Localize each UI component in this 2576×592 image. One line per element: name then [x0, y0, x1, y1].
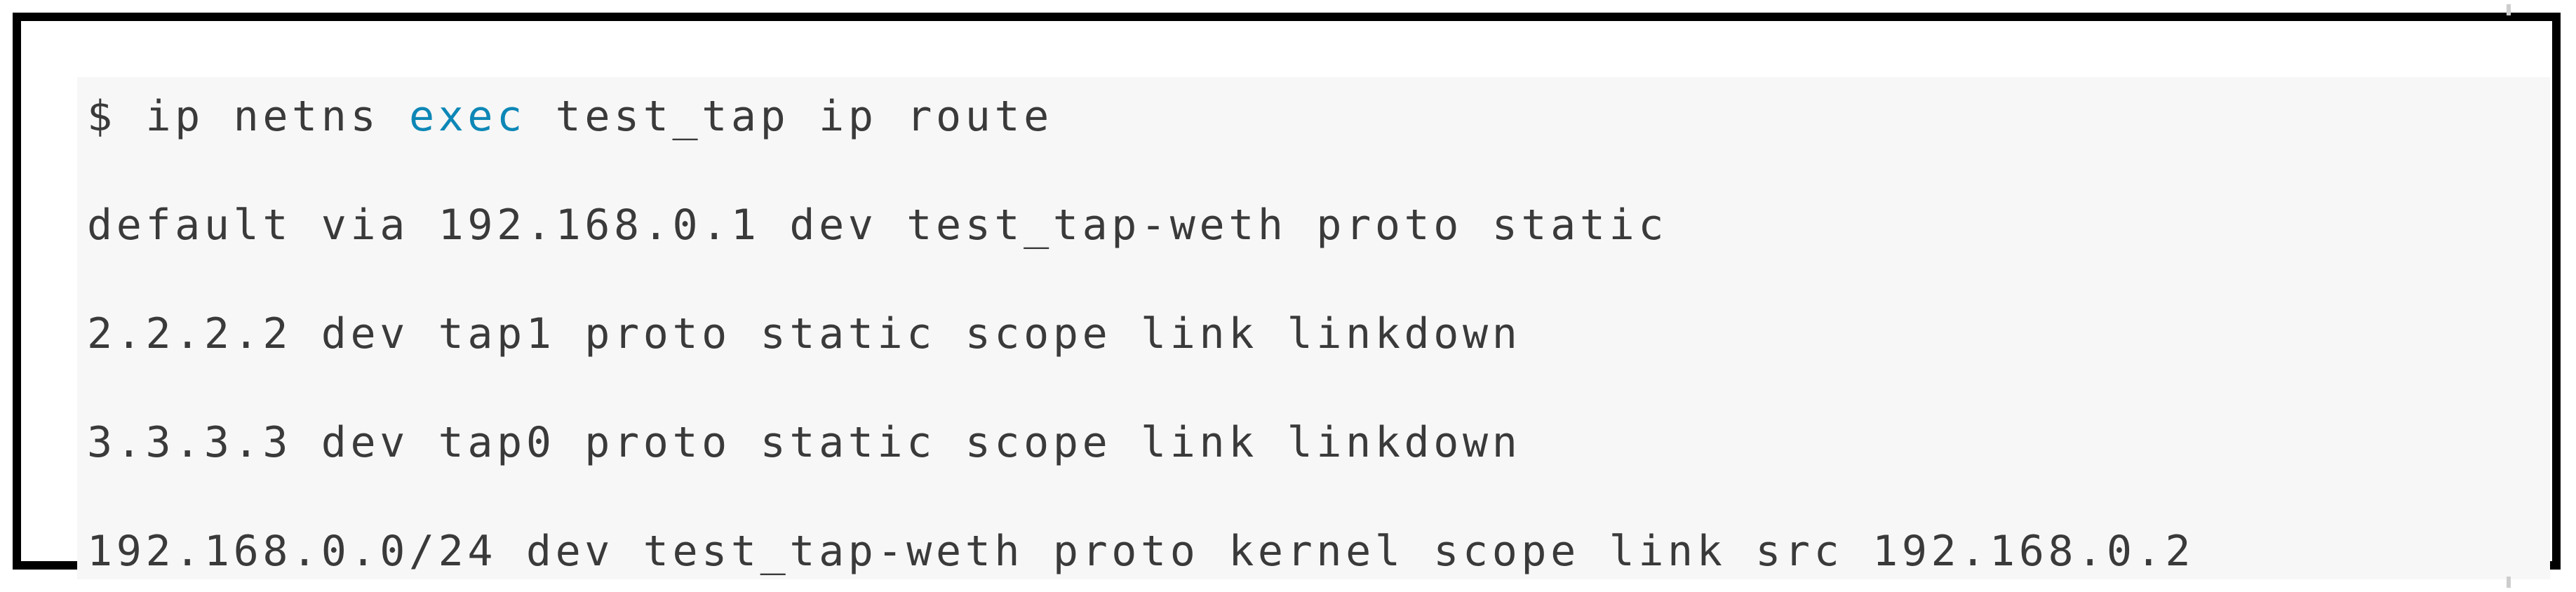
terminal-line-output-3: 3.3.3.3 dev tap0 proto static scope link…	[87, 422, 1521, 464]
terminal-text: test_tap ip route	[525, 92, 1053, 141]
terminal-output-block[interactable]: $ ip netns exec test_tap ip route defaul…	[77, 77, 2550, 579]
terminal-text: $ ip netns	[87, 92, 409, 141]
bottom-tick-mark-icon	[2507, 577, 2511, 588]
terminal-text: 2.2.2.2 dev tap1 proto static scope link…	[87, 309, 1522, 358]
terminal-text: 3.3.3.3 dev tap0 proto static scope link…	[87, 418, 1522, 467]
terminal-line-output-2: 2.2.2.2 dev tap1 proto static scope link…	[87, 313, 1521, 355]
terminal-text: 192.168.0.0/24 dev test_tap-weth proto k…	[87, 527, 2195, 576]
terminal-line-command-0: $ ip netns exec test_tap ip route	[87, 95, 1053, 137]
top-tick-mark-icon	[2507, 4, 2511, 15]
terminal-keyword-exec: exec	[408, 92, 526, 141]
terminal-line-output-1: default via 192.168.0.1 dev test_tap-wet…	[87, 204, 1668, 246]
terminal-line-output-4: 192.168.0.0/24 dev test_tap-weth proto k…	[87, 530, 2194, 572]
terminal-text: default via 192.168.0.1 dev test_tap-wet…	[87, 201, 1668, 250]
terminal-frame: $ ip netns exec test_tap ip route defaul…	[13, 13, 2561, 579]
